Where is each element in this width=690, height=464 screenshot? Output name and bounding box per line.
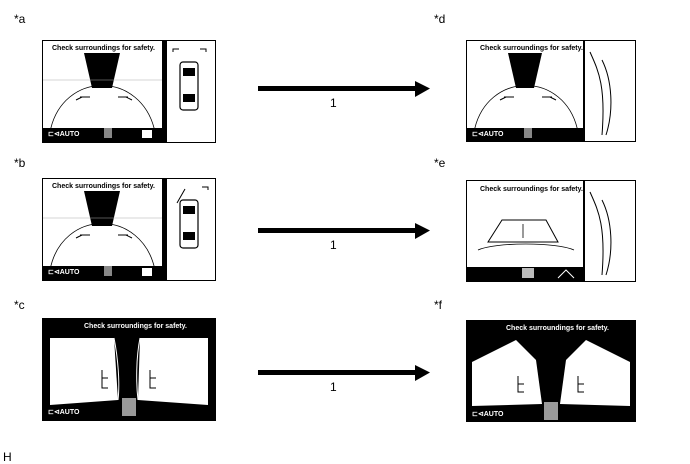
auto-button[interactable]: ⊏⊲AUTO — [472, 411, 504, 418]
safety-message: Check surroundings for safety. — [84, 323, 187, 330]
auto-button[interactable]: ⊏⊲AUTO — [472, 131, 504, 138]
auto-button[interactable]: ⊏⊲AUTO — [48, 269, 80, 276]
step-number-1: 1 — [330, 96, 337, 110]
label-c: *c — [14, 298, 25, 312]
camera-view-f — [466, 320, 636, 422]
auto-label: AUTO — [483, 411, 504, 418]
safety-message: Check surroundings for safety. — [52, 45, 155, 52]
label-e: *e — [434, 156, 446, 170]
screen-b: Check surroundings for safety. ⊏⊲AUTO — [42, 178, 216, 281]
camera-view-b — [43, 179, 215, 280]
label-a: *a — [14, 12, 26, 26]
label-f: *f — [434, 298, 443, 312]
arrow-right-icon — [258, 223, 430, 239]
step-number-3: 1 — [330, 380, 337, 394]
safety-message: Check surroundings for safety. — [52, 183, 155, 190]
camera-view-d — [467, 41, 635, 142]
screen-d: Check surroundings for safety. ⊏⊲AUTO — [466, 40, 636, 142]
auto-label: AUTO — [483, 131, 504, 138]
auto-label: AUTO — [59, 131, 80, 138]
screen-c: Check surroundings for safety. ⊏⊲AUTO — [42, 318, 216, 421]
screen-a: Check surroundings for safety. ⊏⊲AUTO — [42, 40, 216, 143]
auto-button[interactable]: ⊏⊲AUTO — [48, 131, 80, 138]
auto-label: AUTO — [59, 409, 80, 416]
screen-e: Check surroundings for safety. — [466, 180, 636, 282]
safety-message: Check surroundings for safety. — [506, 325, 609, 332]
screen-f: Check surroundings for safety. ⊏⊲AUTO — [466, 320, 636, 422]
safety-message: Check surroundings for safety. — [480, 45, 583, 52]
arrow-right-icon — [258, 81, 430, 97]
label-b: *b — [14, 156, 26, 170]
safety-message: Check surroundings for safety. — [480, 186, 583, 193]
arrow-right-icon — [258, 365, 430, 381]
camera-view-e — [467, 181, 635, 282]
auto-label: AUTO — [59, 269, 80, 276]
camera-view-c — [42, 318, 216, 421]
step-number-2: 1 — [330, 238, 337, 252]
footer-code: H — [3, 450, 12, 464]
camera-view-a — [43, 41, 215, 142]
auto-button[interactable]: ⊏⊲AUTO — [48, 409, 80, 416]
label-d: *d — [434, 12, 446, 26]
